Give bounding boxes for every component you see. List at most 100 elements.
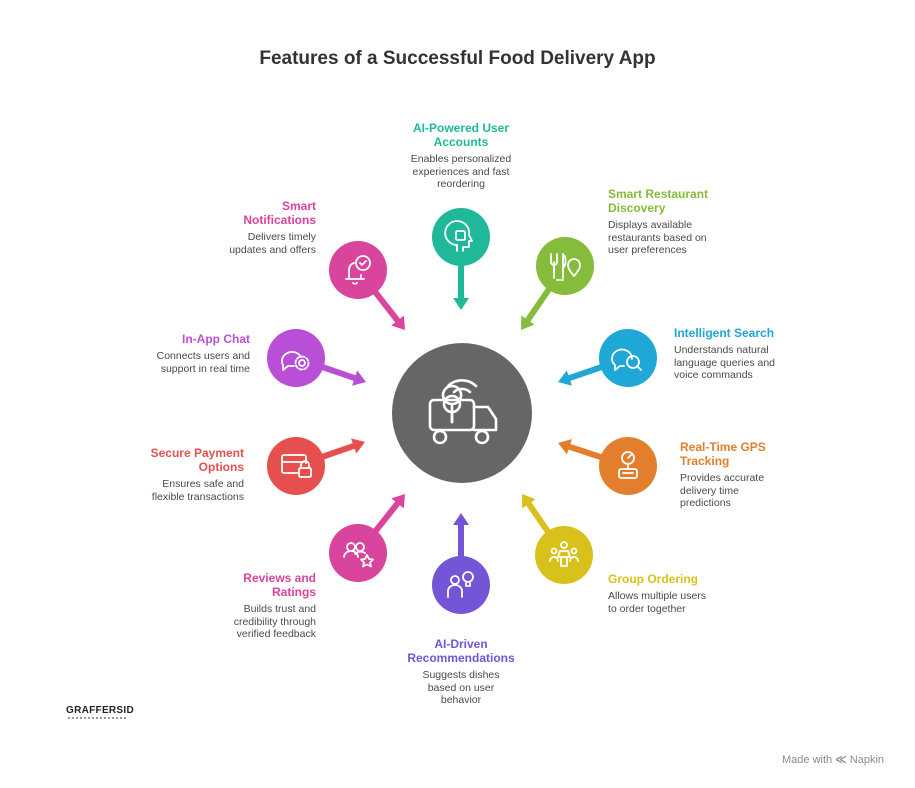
feature-description-line: Builds trust and xyxy=(243,603,316,615)
feature-description-line: Displays available xyxy=(608,219,693,231)
feature-title-line: Smart Restaurant xyxy=(608,187,709,201)
feature-description-line: experiences and fast xyxy=(412,165,510,178)
connector-arrow-reviews-ratings xyxy=(372,494,405,534)
user-idea-icon xyxy=(447,571,474,598)
feature-description-line: user preferences xyxy=(608,244,687,256)
card-lock-icon xyxy=(281,454,312,478)
feature-title-line: Group Ordering xyxy=(608,572,698,586)
connector-arrow-gps-tracking xyxy=(558,439,604,461)
feature-description-line: credibility through xyxy=(233,615,316,628)
feature-description-line: reordering xyxy=(437,178,485,190)
connector-arrow-group-ordering xyxy=(522,494,552,535)
feature-description-line: verified feedback xyxy=(236,628,316,640)
center-hub xyxy=(392,343,532,483)
feature-title-line: Recommendations xyxy=(407,651,515,665)
feature-description-line: to order together xyxy=(608,602,686,615)
feature-node-secure-payment xyxy=(267,437,325,495)
bell-check-icon xyxy=(345,255,371,285)
fork-knife-location-icon xyxy=(550,253,581,281)
feature-title-line: Reviews and xyxy=(243,571,316,585)
feature-node-in-app-chat xyxy=(267,329,325,387)
feature-description-line: flexible transactions xyxy=(151,490,244,503)
feature-description-line: voice commands xyxy=(674,369,753,381)
feature-description-line: predictions xyxy=(680,497,731,509)
feature-description-line: Allows multiple users xyxy=(608,590,707,602)
feature-title-line: Accounts xyxy=(433,135,489,149)
feature-description-line: Enables personalized xyxy=(410,153,512,165)
feature-description-line: Connects users and xyxy=(156,350,250,362)
feature-description-line: restaurants based on xyxy=(608,231,707,244)
connector-arrow-restaurant-discovery xyxy=(521,286,553,330)
feature-title: In-App Chat xyxy=(110,332,250,346)
users-star-icon xyxy=(343,542,374,568)
feature-title-line: Secure Payment xyxy=(150,446,244,460)
connector-arrow-intelligent-search xyxy=(558,363,604,386)
napkin-logo-icon: ≪ xyxy=(835,754,847,766)
feature-title-line: AI-Driven xyxy=(434,637,488,651)
feature-description-line: behavior xyxy=(440,694,482,706)
feature-title-line: Real-Time GPS xyxy=(680,440,766,454)
connector-arrow-secure-payment xyxy=(320,438,365,460)
feature-title: Group Ordering xyxy=(608,572,748,586)
feature-description-line: delivery time xyxy=(680,484,739,497)
feature-node-gps-tracking xyxy=(599,437,657,495)
food-delivery-truck-icon xyxy=(428,379,498,445)
feature-title-line: AI-Powered User xyxy=(412,121,510,135)
feature-description-line: Provides accurate xyxy=(680,472,765,484)
feature-description-line: language queries and xyxy=(674,356,776,369)
page-title: Features of a Successful Food Delivery A… xyxy=(259,48,656,69)
feature-description-line: support in real time xyxy=(160,362,250,375)
feature-title-line: Discovery xyxy=(608,201,666,215)
feature-description-line: Suggests dishes xyxy=(422,669,500,681)
feature-title-line: Options xyxy=(198,460,244,474)
feature-node-restaurant-discovery xyxy=(536,237,594,295)
feature-description-line: updates and offers xyxy=(229,243,316,256)
gps-tracker-icon xyxy=(618,451,638,479)
connector-arrow-ai-recommendations xyxy=(453,513,469,558)
chat-gear-icon xyxy=(281,351,310,371)
feature-title-line: Smart xyxy=(281,199,316,213)
feature-description-line: based on user xyxy=(427,681,495,694)
connector-arrow-smart-notifications xyxy=(372,289,405,330)
made-with-text: Made with xyxy=(782,754,833,766)
feature-node-ai-accounts xyxy=(432,208,490,266)
group-table-icon xyxy=(549,541,579,567)
ai-head-icon xyxy=(444,220,473,252)
graffersid-logo: GRAFFERSID xyxy=(66,705,134,716)
chat-search-icon xyxy=(611,348,642,371)
feature-node-smart-notifications xyxy=(329,241,387,299)
feature-title-line: In-App Chat xyxy=(182,332,250,346)
feature-title-line: Intelligent Search xyxy=(674,326,775,340)
feature-node-intelligent-search xyxy=(599,329,657,387)
feature-title-line: Tracking xyxy=(680,454,730,468)
made-with-napkin: Made with ≪ Napkin xyxy=(782,753,884,766)
feature-title-line: Ratings xyxy=(271,585,316,599)
feature-description-line: Ensures safe and xyxy=(162,478,244,490)
feature-description-line: Understands natural xyxy=(674,344,769,356)
